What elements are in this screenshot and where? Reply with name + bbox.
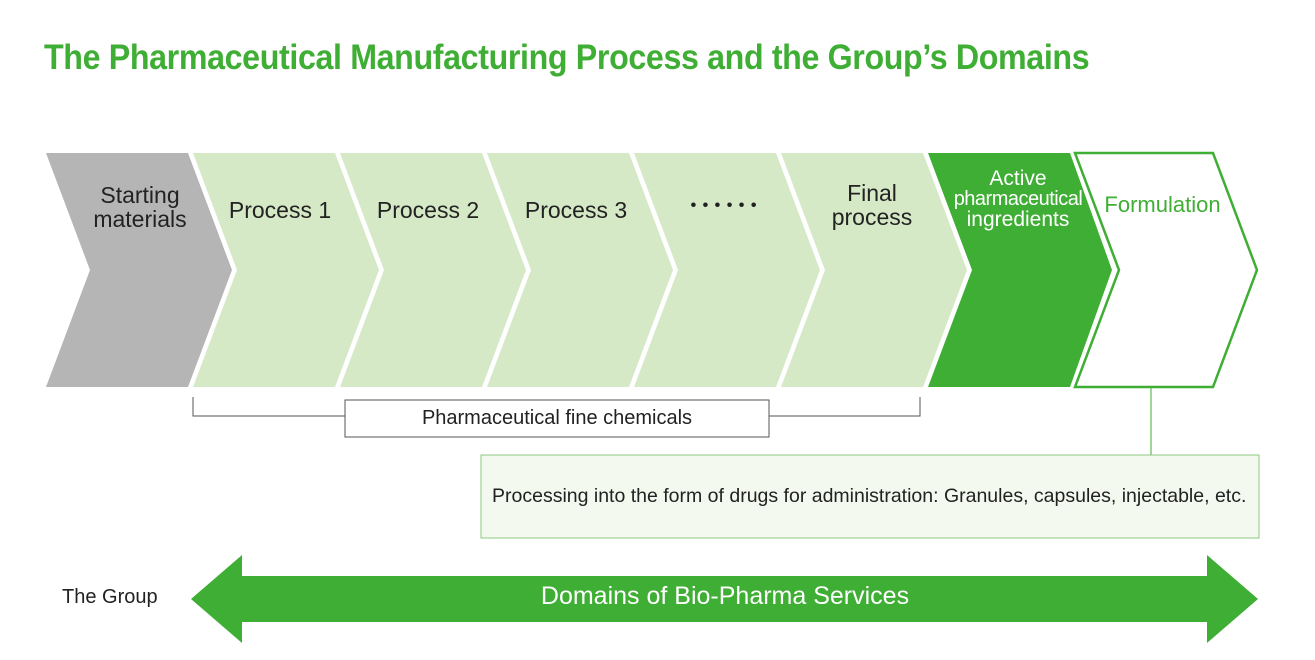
starting-line-1: Starting	[100, 182, 180, 208]
step-process-2-shape	[340, 153, 526, 387]
starting-line-2: materials	[93, 206, 187, 233]
step-final-process-label: Final process	[812, 181, 932, 229]
step-starting-materials-label: Starting materials	[80, 183, 200, 231]
step-process-3-label: Process 3	[524, 197, 628, 223]
domains-label: Domains of Bio-Pharma Services	[540, 582, 910, 610]
step-formulation-shape	[1073, 151, 1259, 389]
fine-chemicals-box	[344, 399, 770, 438]
step-api-label: Active pharmaceutical ingredients	[948, 168, 1088, 230]
step-ellipsis-shape	[634, 153, 820, 387]
group-label: The Group	[62, 586, 158, 608]
formulation-desc-box	[480, 454, 1260, 539]
step-ellipsis-label: • • • • • •	[690, 197, 758, 214]
fine-chemicals-label: Pharmaceutical fine chemicals	[421, 407, 693, 429]
step-process-1-shape	[193, 153, 379, 387]
step-starting-materials-shape	[46, 153, 232, 387]
step-final-process-shape	[781, 153, 967, 387]
step-process-2-label: Process 2	[376, 197, 480, 223]
final-line-1: Final	[847, 180, 897, 206]
api-line-1: Active	[989, 167, 1047, 190]
step-process-1-label: Process 1	[228, 197, 332, 223]
final-line-2: process	[831, 204, 913, 231]
formulation-description: Processing into the form of drugs for ad…	[492, 485, 1247, 507]
step-formulation-label: Formulation	[1104, 192, 1221, 217]
domains-double-arrow	[191, 555, 1258, 643]
api-line-3: ingredients	[966, 208, 1070, 231]
step-process-3-shape	[487, 153, 673, 387]
step-api-shape	[928, 153, 1112, 387]
page-title: The Pharmaceutical Manufacturing Process…	[44, 38, 1090, 77]
api-line-2: pharmaceutical	[953, 188, 1083, 210]
